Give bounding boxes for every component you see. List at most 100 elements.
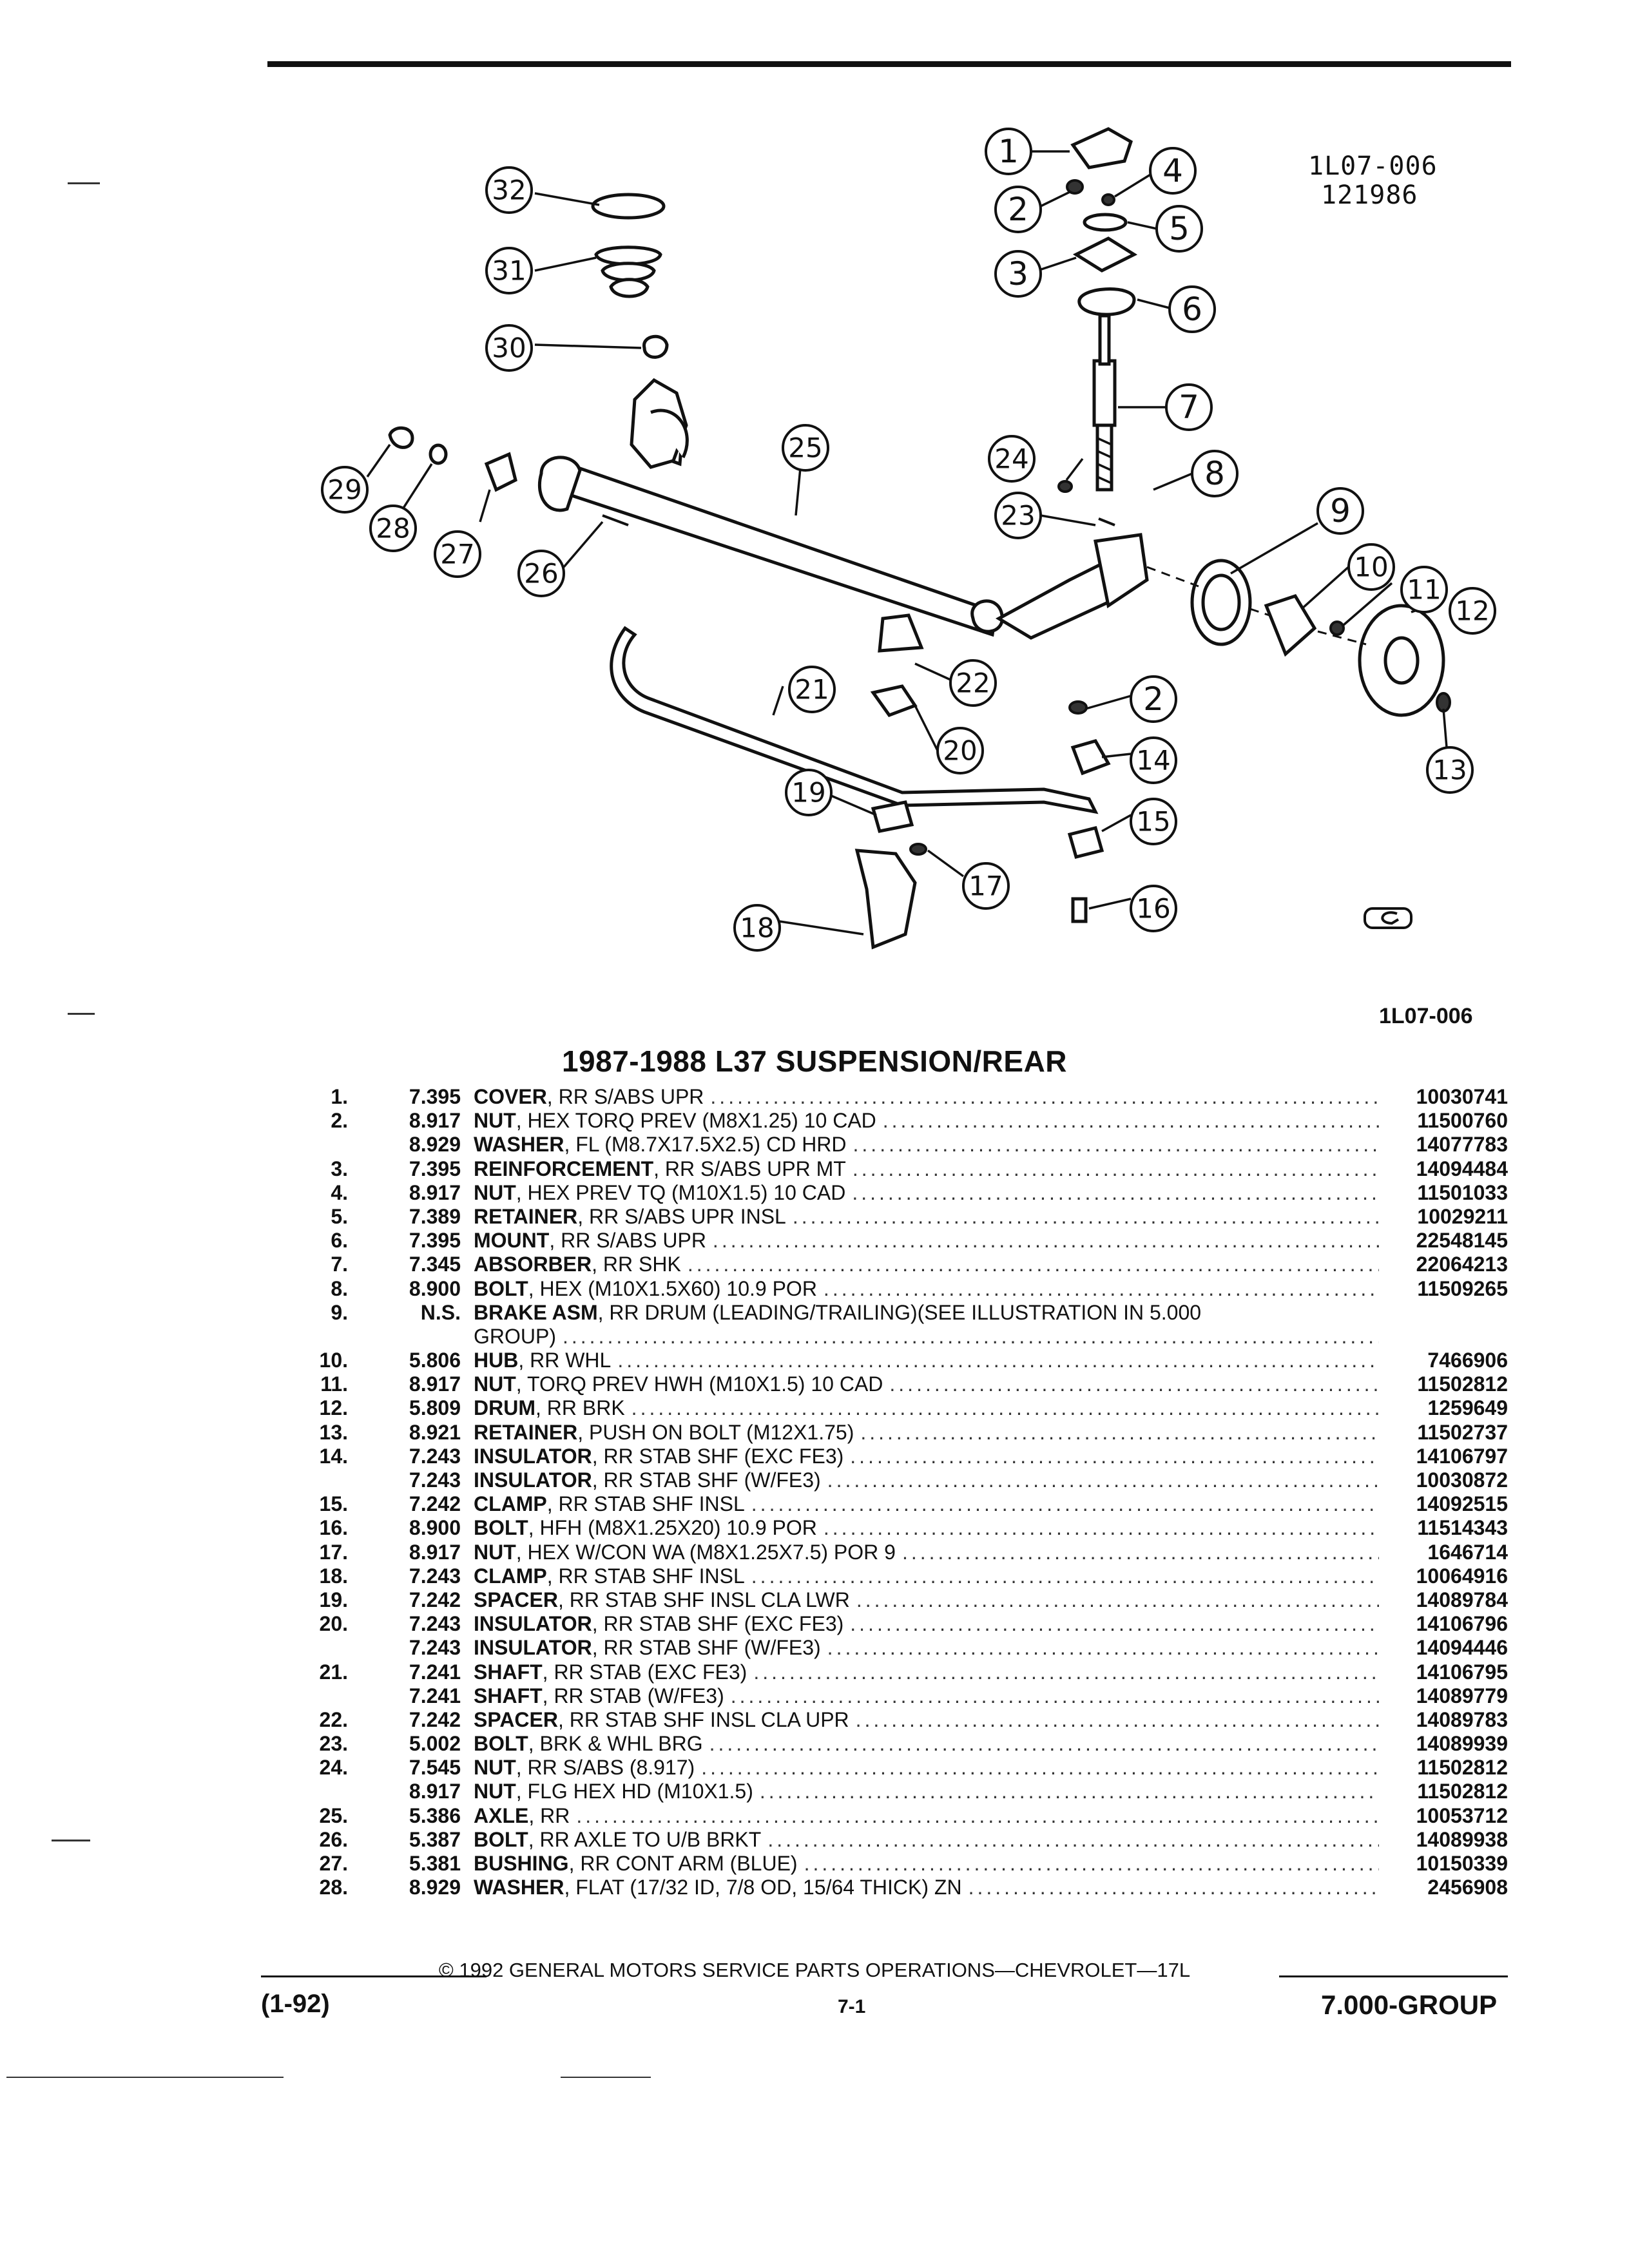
group-code: 7.395 bbox=[409, 1229, 461, 1253]
svg-text:15: 15 bbox=[1136, 806, 1170, 838]
part-name: BOLT bbox=[474, 1276, 528, 1300]
part-detail: , PUSH ON BOLT (M12X1.75) bbox=[577, 1420, 854, 1444]
part-name: SPACER bbox=[474, 1707, 558, 1731]
part-name: HUB bbox=[474, 1349, 519, 1372]
description-text: COVER, RR S/ABS UPR bbox=[474, 1085, 704, 1109]
svg-text:6: 6 bbox=[1182, 291, 1202, 328]
part-name: SHAFT bbox=[474, 1684, 543, 1707]
part-detail: , RR STAB SHF INSL bbox=[546, 1564, 745, 1588]
dot-leader bbox=[853, 1133, 1379, 1157]
dot-leader bbox=[731, 1684, 1379, 1708]
part-number: 14089939 bbox=[1416, 1732, 1508, 1756]
part-number: 22548145 bbox=[1416, 1229, 1508, 1253]
part-description: WASHER, FLAT (17/32 ID, 7/8 OD, 15/64 TH… bbox=[474, 1876, 1379, 1899]
item-number: 19. bbox=[319, 1588, 348, 1611]
part-detail: , RR STAB SHF INSL bbox=[546, 1492, 745, 1516]
part-name: CLAMP bbox=[474, 1564, 547, 1588]
parts-row: GROUP) bbox=[284, 1325, 1508, 1349]
part-description: DRUM, RR BRK bbox=[474, 1396, 1379, 1420]
item-number: 3. bbox=[331, 1157, 348, 1180]
item-number: 21. bbox=[319, 1660, 348, 1684]
callout-3: 3 bbox=[994, 250, 1042, 298]
part-number: 10064916 bbox=[1416, 1564, 1508, 1588]
group-code: 7.241 bbox=[409, 1660, 461, 1684]
part-number: 10053712 bbox=[1416, 1803, 1508, 1827]
part-name: WASHER bbox=[474, 1876, 564, 1899]
part-description: BUSHING, RR CONT ARM (BLUE) bbox=[474, 1852, 1379, 1876]
part-name: INSULATOR bbox=[474, 1636, 592, 1660]
part-name: BOLT bbox=[474, 1516, 528, 1540]
callout-18: 18 bbox=[733, 904, 781, 952]
svg-text:23: 23 bbox=[1001, 500, 1035, 532]
copyright-notice: © 1992 GENERAL MOTORS SERVICE PARTS OPER… bbox=[438, 1959, 1191, 1981]
dot-leader bbox=[883, 1109, 1379, 1133]
part-description: SHAFT, RR STAB (EXC FE3) bbox=[474, 1660, 1379, 1684]
part-description: SHAFT, RR STAB (W/FE3) bbox=[474, 1684, 1379, 1708]
part-name: NUT bbox=[474, 1756, 516, 1780]
dot-leader bbox=[824, 1277, 1379, 1301]
part-detail: , FLAT (17/32 ID, 7/8 OD, 15/64 THICK) Z… bbox=[564, 1876, 962, 1899]
part-number: 11502812 bbox=[1417, 1756, 1508, 1780]
svg-text:19: 19 bbox=[791, 777, 825, 809]
part-number: 10030872 bbox=[1416, 1468, 1508, 1492]
part-description: CLAMP, RR STAB SHF INSL bbox=[474, 1564, 1379, 1588]
scan-mark bbox=[52, 1840, 90, 1841]
part-detail: , RR AXLE TO U/B BRKT bbox=[528, 1827, 762, 1851]
item-number: 8. bbox=[331, 1276, 348, 1300]
description-text: REINFORCEMENT, RR S/ABS UPR MT bbox=[474, 1157, 846, 1181]
description-text: BOLT, RR AXLE TO U/B BRKT bbox=[474, 1828, 761, 1852]
description-text: NUT, HEX W/CON WA (M8X1.25X7.5) POR 9 bbox=[474, 1541, 896, 1564]
part-description: NUT, HEX PREV TQ (M10X1.5) 10 CAD bbox=[474, 1181, 1379, 1205]
part-detail: , HEX (M10X1.5X60) 10.9 POR bbox=[528, 1276, 817, 1300]
part-detail: GROUP) bbox=[474, 1324, 556, 1348]
group-code: 5.387 bbox=[409, 1827, 461, 1851]
part-number: 7466906 bbox=[1427, 1349, 1508, 1372]
part-description: INSULATOR, RR STAB SHF (W/FE3) bbox=[474, 1468, 1379, 1492]
group-code: 7.243 bbox=[409, 1564, 461, 1588]
bushing-parts bbox=[388, 426, 1115, 526]
part-name: BRAKE ASM bbox=[474, 1300, 598, 1324]
callout-7: 7 bbox=[1165, 383, 1213, 431]
description-text: NUT, HEX PREV TQ (M10X1.5) 10 CAD bbox=[474, 1181, 845, 1205]
part-detail: , RR S/ABS UPR MT bbox=[653, 1157, 846, 1180]
group-code: 7.389 bbox=[409, 1204, 461, 1228]
group-code: 8.917 bbox=[409, 1540, 461, 1564]
description-text: DRUM, RR BRK bbox=[474, 1396, 625, 1420]
part-detail: , RR CONT ARM (BLUE) bbox=[568, 1852, 798, 1875]
item-number: 26. bbox=[319, 1827, 348, 1851]
callout-19: 19 bbox=[785, 769, 833, 816]
svg-text:11: 11 bbox=[1407, 574, 1441, 606]
description-text: BOLT, BRK & WHL BRG bbox=[474, 1732, 703, 1756]
part-number: 14089938 bbox=[1416, 1827, 1508, 1851]
part-detail: , RR SHK bbox=[592, 1253, 681, 1276]
dot-leader bbox=[824, 1516, 1379, 1540]
part-detail: , FL (M8.7X17.5X2.5) CD HRD bbox=[564, 1133, 847, 1157]
part-detail: , RR S/ABS UPR bbox=[549, 1229, 706, 1253]
part-name: WASHER bbox=[474, 1133, 564, 1157]
callout-10: 10 bbox=[1347, 543, 1395, 591]
dot-leader bbox=[850, 1612, 1379, 1636]
callout-5: 5 bbox=[1155, 205, 1203, 253]
description-text: BRAKE ASM, RR DRUM (LEADING/TRAILING)(SE… bbox=[474, 1301, 1201, 1325]
svg-text:12: 12 bbox=[1455, 595, 1489, 627]
part-description: BOLT, HFH (M8X1.25X20) 10.9 POR bbox=[474, 1516, 1379, 1540]
part-name: REINFORCEMENT bbox=[474, 1157, 654, 1180]
item-number: 28. bbox=[319, 1876, 348, 1899]
part-number: 11502812 bbox=[1417, 1372, 1508, 1396]
part-detail: , HEX PREV TQ (M10X1.5) 10 CAD bbox=[516, 1180, 846, 1204]
callout-31: 31 bbox=[485, 247, 533, 294]
part-number: 11514343 bbox=[1417, 1516, 1508, 1540]
svg-text:21: 21 bbox=[795, 674, 829, 706]
part-number: 14077783 bbox=[1416, 1133, 1508, 1157]
svg-text:1: 1 bbox=[998, 133, 1019, 170]
item-number: 27. bbox=[319, 1852, 348, 1875]
part-detail: , BRK & WHL BRG bbox=[528, 1732, 703, 1756]
callout-4: 4 bbox=[1149, 147, 1197, 195]
part-number: 14106797 bbox=[1416, 1444, 1508, 1468]
part-name: BOLT bbox=[474, 1732, 528, 1756]
stabilizer-small-parts bbox=[854, 613, 1111, 950]
